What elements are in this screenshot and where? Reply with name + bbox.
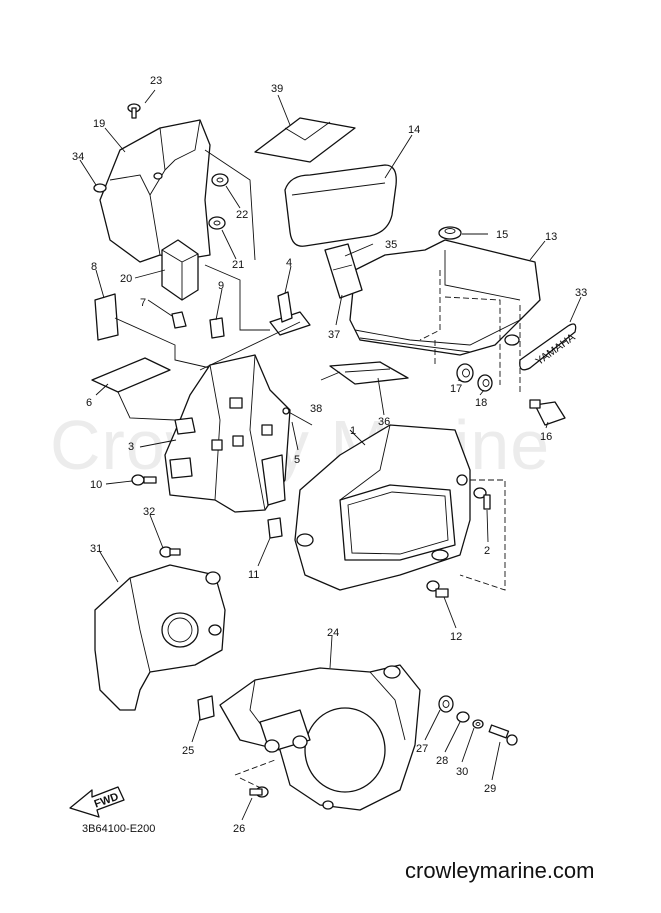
part-18-grommet bbox=[477, 374, 493, 392]
part-9-clip bbox=[209, 317, 225, 339]
part-22-grommet bbox=[211, 173, 229, 187]
part-29-bolt bbox=[488, 724, 518, 746]
callout-39: 39 bbox=[271, 83, 283, 95]
part-21-grommet bbox=[208, 216, 226, 230]
callout-34: 34 bbox=[72, 151, 84, 163]
part-30-washer bbox=[472, 719, 484, 729]
callout-30: 30 bbox=[456, 766, 468, 778]
part-33-decal: YAMAHA bbox=[519, 323, 578, 371]
callout-17: 17 bbox=[450, 383, 462, 395]
part-3-bracket-assembly bbox=[164, 354, 291, 513]
callout-35: 35 bbox=[385, 239, 397, 251]
callout-32: 32 bbox=[143, 506, 155, 518]
part-28-collar bbox=[456, 711, 470, 723]
part-6-plate bbox=[91, 357, 171, 393]
part-2-screw bbox=[473, 487, 491, 510]
callout-19: 19 bbox=[93, 118, 105, 130]
part-25-clip bbox=[197, 695, 215, 721]
callout-12: 12 bbox=[450, 631, 462, 643]
callout-31: 31 bbox=[90, 543, 102, 555]
callout-38: 38 bbox=[310, 403, 322, 415]
part-32-screw bbox=[159, 546, 181, 558]
callout-5: 5 bbox=[294, 454, 300, 466]
callout-37: 37 bbox=[328, 329, 340, 341]
part-5-pin bbox=[282, 407, 313, 426]
callout-33: 33 bbox=[575, 287, 587, 299]
callout-10: 10 bbox=[90, 479, 102, 491]
callout-16: 16 bbox=[540, 431, 552, 443]
part-31-lower-cover bbox=[94, 564, 226, 711]
callout-13: 13 bbox=[545, 231, 557, 243]
callout-18: 18 bbox=[475, 397, 487, 409]
callout-20: 20 bbox=[120, 273, 132, 285]
part-14-panel bbox=[284, 164, 397, 247]
part-24-lower-housing bbox=[219, 664, 421, 811]
part-17-grommet bbox=[456, 363, 474, 383]
part-15-grommet bbox=[438, 226, 462, 240]
part-10-screw bbox=[131, 474, 157, 486]
callout-14: 14 bbox=[408, 124, 420, 136]
callout-6: 6 bbox=[86, 397, 92, 409]
callout-36: 36 bbox=[378, 416, 390, 428]
part-19-upper-cover bbox=[93, 119, 211, 263]
website-footer: crowleymarine.com bbox=[405, 858, 595, 883]
fwd-label: FWD bbox=[93, 791, 121, 811]
part-38-plate bbox=[329, 361, 409, 385]
part-35-strip bbox=[324, 243, 363, 299]
callout-23: 23 bbox=[150, 75, 162, 87]
callout-29: 29 bbox=[484, 783, 496, 795]
fwd-arrow: FWD bbox=[69, 786, 125, 818]
part-20-foam-block bbox=[161, 239, 199, 301]
callout-9: 9 bbox=[218, 280, 224, 292]
part-23-screw bbox=[127, 103, 141, 119]
callout-2: 2 bbox=[484, 545, 490, 557]
part-13-housing bbox=[349, 239, 541, 356]
part-39-pad bbox=[254, 117, 356, 163]
diagram-code: 3B64100-E200 bbox=[82, 823, 156, 835]
part-8-pad bbox=[94, 293, 119, 341]
leader-lines bbox=[79, 89, 582, 821]
callout-21: 21 bbox=[232, 259, 244, 271]
callout-27: 27 bbox=[416, 743, 428, 755]
callout-15: 15 bbox=[496, 229, 508, 241]
part-27-grommet bbox=[438, 695, 454, 713]
part-4-bracket bbox=[269, 291, 311, 336]
callout-8: 8 bbox=[91, 261, 97, 273]
callout-25: 25 bbox=[182, 745, 194, 757]
callout-11: 11 bbox=[248, 569, 259, 581]
callout-labels: 1 2 3 4 5 6 7 8 9 10 11 12 13 14 15 16 1… bbox=[72, 75, 587, 835]
callout-3: 3 bbox=[128, 441, 134, 453]
part-11-clip bbox=[267, 517, 283, 539]
callout-1: 1 bbox=[350, 425, 356, 437]
callout-7: 7 bbox=[140, 297, 146, 309]
part-16-fitting bbox=[529, 399, 566, 426]
part-7-clip bbox=[171, 311, 187, 329]
callout-4: 4 bbox=[286, 257, 292, 269]
part-1-main-cover bbox=[294, 424, 471, 591]
callout-28: 28 bbox=[436, 755, 448, 767]
part-26-screw bbox=[249, 786, 269, 798]
callout-26: 26 bbox=[233, 823, 245, 835]
callout-22: 22 bbox=[236, 209, 248, 221]
callout-24: 24 bbox=[327, 627, 339, 639]
part-12-screw bbox=[426, 580, 449, 598]
